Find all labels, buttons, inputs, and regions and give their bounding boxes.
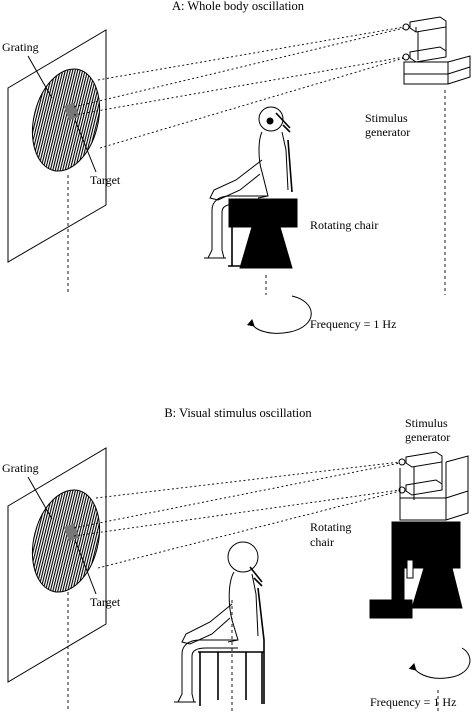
panel-b-rotating-chair-line1: Rotating: [310, 520, 351, 534]
panel-a-projector-upper: [402, 16, 447, 33]
panel-b-rotating-chair-line2: chair: [310, 535, 334, 549]
panel-a-beams: [73, 26, 405, 149]
panel-a-screen: [7, 29, 107, 263]
panel-b-target-label: Target: [90, 595, 121, 609]
panel-b-screen: [7, 447, 107, 683]
panel-a-projector-lower: [402, 46, 447, 63]
panel-b-stimulus-generator-line2: generator: [405, 430, 450, 444]
panel-b-static-chair: [198, 587, 265, 706]
panel-a-stimulus-generator-line2: generator: [365, 125, 410, 139]
panel-a: A: Whole body oscillation Grating Target: [2, 0, 471, 334]
panel-b-stimulus-generator: [398, 451, 469, 521]
panel-a-frequency-label: Frequency = 1 Hz: [310, 317, 396, 331]
panel-b-frequency-label: Frequency = 1 Hz: [370, 695, 456, 709]
panel-b-stimulus-generator-line1: Stimulus: [405, 416, 448, 430]
panel-b-rotating-chair: [369, 521, 463, 619]
panel-a-grating-disc: [31, 68, 101, 172]
panel-b-projector-lower: [398, 479, 443, 496]
panel-a-rotating-chair-label: Rotating chair: [310, 218, 378, 232]
panel-b-rotation-arrow: [408, 647, 471, 679]
panel-b-grating-disc: [31, 489, 101, 593]
panel-a-grating-label: Grating: [2, 40, 39, 54]
panel-b-projector-upper: [398, 451, 443, 468]
panel-a-target-label: Target: [90, 173, 121, 187]
panel-b-beams: [73, 461, 401, 569]
panel-b-subject: [174, 541, 263, 703]
panel-a-rotation-arrow: [246, 295, 312, 334]
panel-b-grating-label: Grating: [2, 461, 39, 475]
panel-a-subject: [204, 106, 291, 259]
panel-b-title: B: Visual stimulus oscillation: [164, 406, 312, 420]
panel-a-stimulus-generator: [402, 16, 471, 85]
panel-a-title: A: Whole body oscillation: [172, 0, 305, 13]
panel-a-rotating-chair: [228, 139, 298, 269]
panel-a-stimulus-generator-line1: Stimulus: [365, 111, 408, 125]
panel-b-head: [227, 541, 259, 573]
panel-b: B: Visual stimulus oscillation Grating T…: [2, 406, 471, 712]
